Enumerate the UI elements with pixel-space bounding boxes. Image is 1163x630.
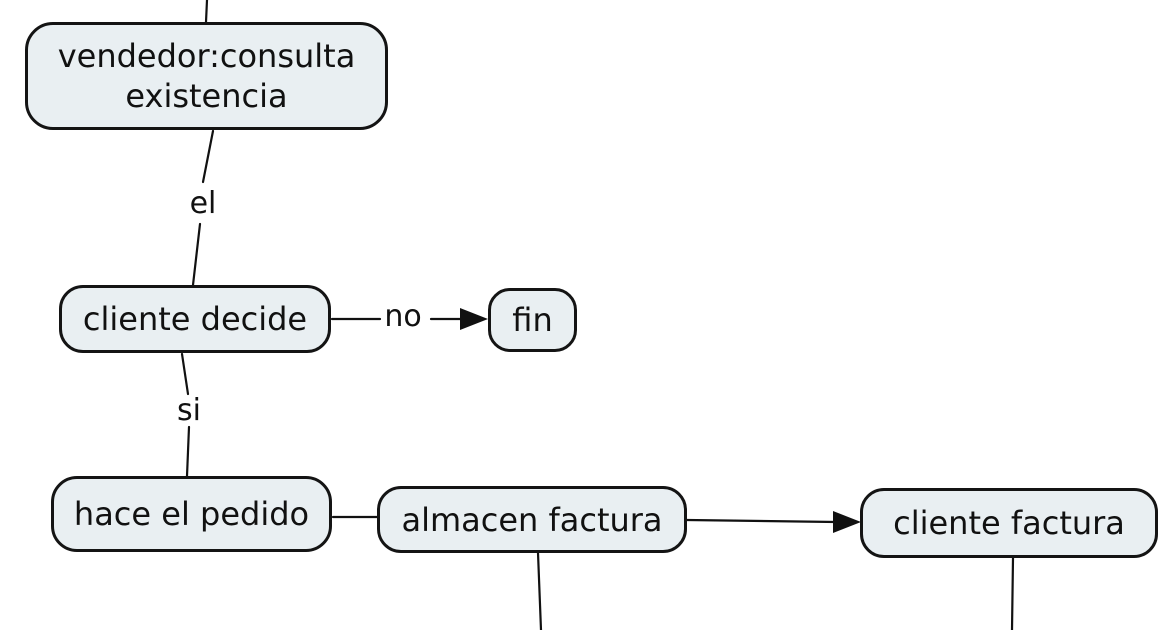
node-label: cliente decide [82, 300, 308, 338]
node-label: almacen factura [401, 500, 663, 539]
arrowhead-into-clifactura-icon [833, 511, 861, 533]
edge-top-to-vendedor [204, 0, 209, 24]
edge-label-si[interactable]: si [177, 393, 201, 428]
node-label: hace el pedido [73, 495, 310, 533]
edge-almacen-to-clifactura [685, 518, 838, 524]
node-hace-el-pedido[interactable]: hace el pedido [51, 476, 332, 552]
edge-clifactura-to-bottom [1010, 556, 1015, 630]
edge-almacen-to-bottom [536, 551, 543, 630]
edge-vendedor-to-el-label [201, 129, 215, 184]
edge-label-el[interactable]: el [189, 186, 217, 221]
node-almacen-factura[interactable]: almacen factura [377, 486, 687, 553]
arrowhead-into-fin-icon [460, 308, 488, 330]
node-label: vendedor:consulta existencia [57, 37, 356, 115]
edge-decide-to-si-label [180, 352, 190, 396]
node-label: fin [512, 301, 553, 339]
node-fin[interactable]: fin [488, 288, 577, 352]
node-label: cliente factura [893, 504, 1125, 542]
edge-label-no[interactable]: no [384, 299, 422, 334]
edge-el-label-to-decide [191, 222, 202, 287]
node-vendedor-consulta-existencia[interactable]: vendedor:consulta existencia [25, 22, 388, 130]
node-cliente-factura[interactable]: cliente factura [860, 488, 1158, 558]
node-cliente-decide[interactable]: cliente decide [59, 285, 331, 353]
edge-si-label-to-pedido [185, 425, 191, 478]
